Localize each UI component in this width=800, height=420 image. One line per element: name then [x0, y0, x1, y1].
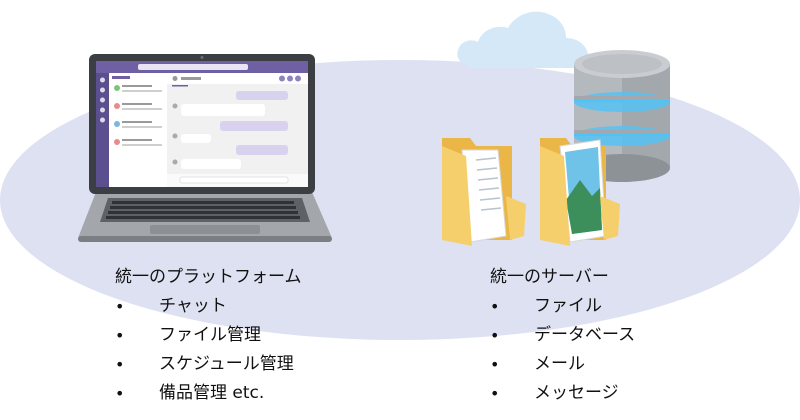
list-item: チャット — [115, 292, 302, 321]
list-item: メッセージ — [490, 379, 635, 408]
photo-folder-icon — [540, 138, 620, 246]
server-list: 統一のサーバー ファイル データベース メール メッセージ — [490, 263, 635, 408]
list-item: スケジュール管理 — [115, 350, 302, 379]
platform-list: 統一のプラットフォーム チャット ファイル管理 スケジュール管理 備品管理 et… — [115, 263, 302, 408]
list-item: 備品管理 etc. — [115, 379, 302, 408]
list-item: ファイル — [490, 292, 635, 321]
list-item: メール — [490, 350, 635, 379]
laptop-icon — [78, 54, 332, 242]
list-item: データベース — [490, 321, 635, 350]
database-icon — [574, 50, 670, 182]
server-heading: 統一のサーバー — [490, 267, 609, 287]
list-item: ファイル管理 — [115, 321, 302, 350]
document-folder-icon — [442, 138, 526, 246]
cloud-icon — [457, 11, 588, 68]
platform-heading: 統一のプラットフォーム — [115, 267, 302, 287]
